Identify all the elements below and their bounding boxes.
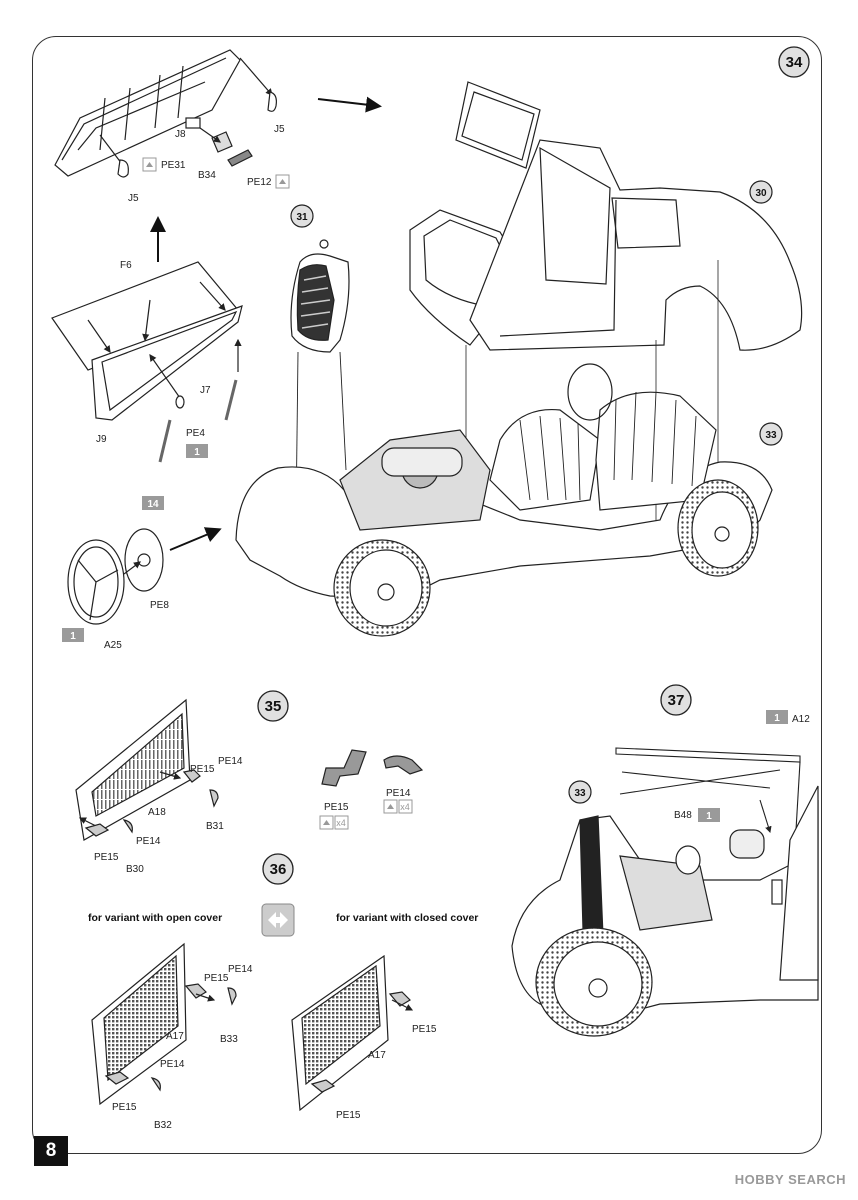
front-wheel xyxy=(535,927,653,1037)
svg-text:PE14: PE14 xyxy=(160,1059,185,1070)
step-number: 34 xyxy=(786,54,803,71)
flow-arrow xyxy=(317,96,382,113)
svg-text:31: 31 xyxy=(296,212,308,223)
svg-text:PE15: PE15 xyxy=(94,852,119,863)
step-35-badge: 35 xyxy=(257,690,289,722)
step-33-badge: 33 xyxy=(568,780,592,804)
svg-text:PE12: PE12 xyxy=(247,177,272,188)
svg-text:PE8: PE8 xyxy=(150,600,169,611)
count-badge: 1 xyxy=(186,444,208,458)
svg-text:J5: J5 xyxy=(274,124,285,135)
step-33-badge: 33 xyxy=(759,422,783,446)
variant-closed-label: for variant with closed cover xyxy=(336,912,479,924)
step-37-badge: 37 xyxy=(660,684,692,716)
svg-text:x4: x4 xyxy=(336,818,346,828)
svg-text:PE15: PE15 xyxy=(112,1102,137,1113)
hood-panel-a17-closed xyxy=(291,954,414,1112)
svg-text:PE14: PE14 xyxy=(386,788,411,799)
count-badge: 1 xyxy=(698,808,720,822)
svg-text:PE15: PE15 xyxy=(412,1024,437,1035)
svg-text:J9: J9 xyxy=(96,434,107,445)
svg-text:PE14: PE14 xyxy=(228,964,253,975)
svg-text:B31: B31 xyxy=(206,821,224,832)
step-34-badge: 34 xyxy=(778,46,810,78)
svg-text:PE31: PE31 xyxy=(161,160,186,171)
page-number: 8 xyxy=(34,1136,68,1166)
radiator-grille xyxy=(290,239,350,521)
svg-text:B48: B48 xyxy=(674,810,692,821)
step-30-badge: 30 xyxy=(749,180,773,204)
svg-text:PE15: PE15 xyxy=(190,764,215,775)
page-frame xyxy=(32,36,822,1154)
svg-text:A17: A17 xyxy=(368,1050,386,1061)
svg-text:PE14: PE14 xyxy=(136,836,161,847)
svg-text:B32: B32 xyxy=(154,1120,172,1131)
svg-text:J8: J8 xyxy=(175,129,186,140)
watermark: HOBBY SEARCH xyxy=(734,1172,846,1187)
car-body-upper xyxy=(409,81,803,530)
svg-text:1: 1 xyxy=(774,713,780,724)
steering-wheel-assembly xyxy=(67,528,164,625)
svg-text:J5: J5 xyxy=(128,193,139,204)
svg-text:1: 1 xyxy=(194,447,200,458)
svg-text:B33: B33 xyxy=(220,1034,238,1045)
count-badge: 1 xyxy=(62,628,84,642)
step-36-badge: 36 xyxy=(262,853,294,885)
photo-etch-icon: x4 xyxy=(383,799,413,814)
rear-wheel xyxy=(677,479,759,577)
hood-prop-rods xyxy=(615,747,801,834)
svg-text:A17: A17 xyxy=(166,1031,184,1042)
svg-text:J7: J7 xyxy=(200,385,211,396)
svg-text:A18: A18 xyxy=(148,807,166,818)
windshield-glass-assembly xyxy=(51,261,243,463)
pe15-part-closeup xyxy=(321,749,424,787)
svg-text:A25: A25 xyxy=(104,640,122,651)
front-wheel xyxy=(333,539,431,637)
svg-text:33: 33 xyxy=(574,788,586,799)
hood-panel-a17-open xyxy=(91,942,237,1106)
svg-text:A12: A12 xyxy=(792,714,810,725)
svg-text:1: 1 xyxy=(706,811,712,822)
svg-text:37: 37 xyxy=(668,692,685,709)
svg-text:35: 35 xyxy=(265,698,282,715)
photo-etch-icon: x4 xyxy=(319,815,349,830)
swap-variant-icon xyxy=(261,903,295,937)
svg-text:PE15: PE15 xyxy=(324,802,349,813)
svg-text:x4: x4 xyxy=(400,802,410,812)
svg-text:B34: B34 xyxy=(198,170,216,181)
count-badge: 1 xyxy=(766,710,788,724)
svg-text:PE15: PE15 xyxy=(336,1110,361,1121)
svg-text:1: 1 xyxy=(70,631,76,642)
hood-panel-a18 xyxy=(75,698,219,841)
svg-text:33: 33 xyxy=(765,430,777,441)
photo-etch-icon xyxy=(142,157,157,172)
svg-text:PE15: PE15 xyxy=(204,973,229,984)
svg-text:14: 14 xyxy=(147,499,159,510)
svg-text:36: 36 xyxy=(270,861,287,878)
photo-etch-icon xyxy=(275,174,290,189)
variant-open-label: for variant with open cover xyxy=(88,912,223,924)
step-31-badge: 31 xyxy=(290,204,314,228)
svg-text:F6: F6 xyxy=(120,260,132,271)
windshield-frame-assembly xyxy=(54,49,277,178)
count-badge: 14 xyxy=(142,496,164,510)
svg-text:PE14: PE14 xyxy=(218,756,243,767)
svg-text:30: 30 xyxy=(755,188,767,199)
flow-arrow xyxy=(169,527,222,551)
svg-text:B30: B30 xyxy=(126,864,144,875)
svg-text:PE4: PE4 xyxy=(186,428,205,439)
